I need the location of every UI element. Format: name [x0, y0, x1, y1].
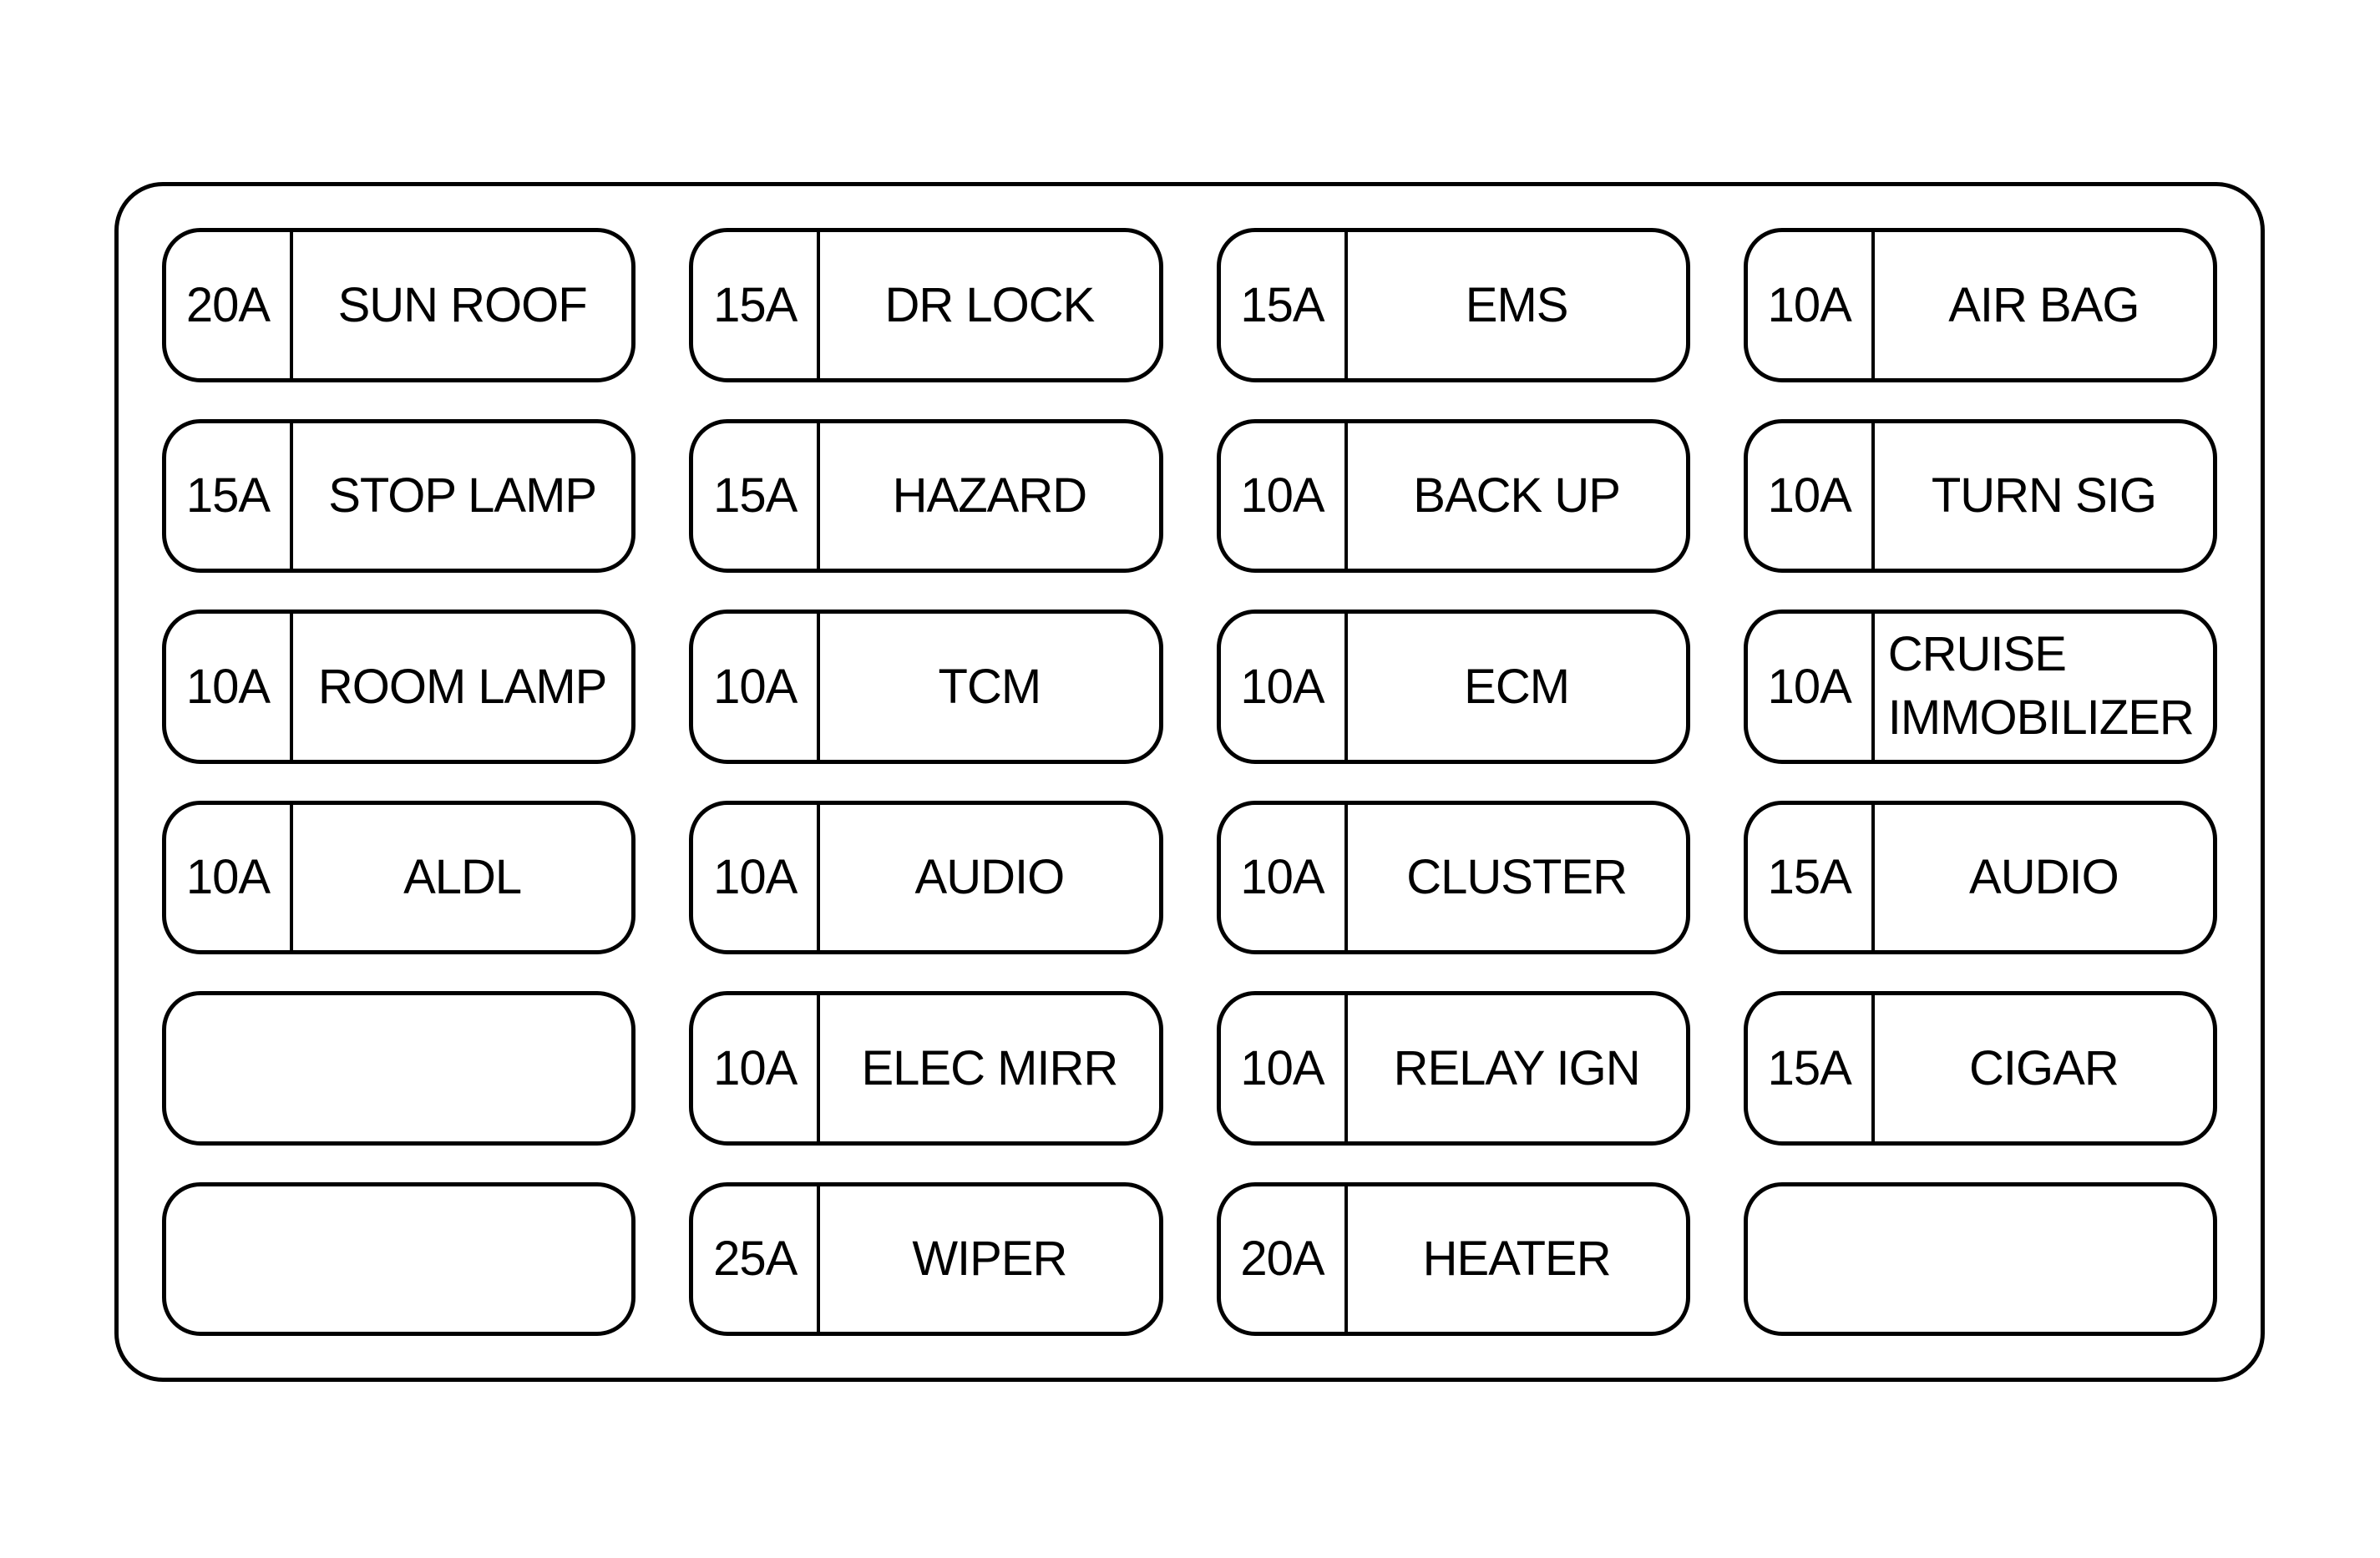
fuse-hazard: 15A HAZARD — [689, 418, 1163, 573]
fuse-amp: 10A — [1748, 614, 1875, 760]
fuse-label: AUDIO — [1969, 850, 2119, 905]
fuse-label: CLUSTER — [1406, 850, 1628, 905]
fuse-audio-2: 15A AUDIO — [1743, 800, 2217, 954]
fuse-cluster: 10A CLUSTER — [1216, 800, 1690, 954]
fuse-ecm: 10A ECM — [1216, 610, 1690, 764]
fuse-amp: 20A — [166, 232, 293, 378]
fuse-label-line-2: IMMOBILIZER — [1887, 690, 2195, 746]
fuse-elec-mirr: 10A ELEC MIRR — [689, 991, 1163, 1146]
fuse-cruise-immobilizer: 10A CRUISE IMMOBILIZER — [1743, 610, 2217, 764]
fuse-amp: 10A — [693, 995, 821, 1141]
fuse-label: AIR BAG — [1948, 277, 2139, 332]
fuse-turn-sig: 10A TURN SIG — [1743, 418, 2217, 573]
fuse-amp: 10A — [1221, 422, 1348, 569]
fuse-label: ROOM LAMP — [317, 659, 608, 714]
fuse-amp: 15A — [1221, 232, 1348, 378]
fuse-room-lamp: 10A ROOM LAMP — [162, 610, 636, 764]
fuse-relay-ign: 10A RELAY IGN — [1216, 991, 1690, 1146]
fuse-amp: 10A — [1221, 995, 1348, 1141]
fuse-amp: 10A — [1221, 804, 1348, 950]
fuse-label: EMS — [1465, 277, 1569, 332]
fuse-label: TCM — [938, 659, 1042, 714]
fuse-empty-slot-2 — [162, 1181, 636, 1336]
fuse-label: ECM — [1464, 659, 1570, 714]
fuse-amp: 10A — [1748, 232, 1875, 378]
fuse-tcm: 10A TCM — [689, 610, 1163, 764]
fuse-audio-1: 10A AUDIO — [689, 800, 1163, 954]
fuse-amp: 15A — [693, 422, 821, 569]
fuse-back-up: 10A BACK UP — [1216, 418, 1690, 573]
fuse-sun-roof: 20A SUN ROOF — [162, 228, 636, 382]
fuse-ems: 15A EMS — [1216, 228, 1690, 382]
fuse-wiper: 25A WIPER — [689, 1181, 1163, 1336]
fuse-label: WIPER — [912, 1232, 1067, 1287]
fuse-amp: 15A — [1748, 995, 1875, 1141]
fuse-amp: 15A — [693, 232, 821, 378]
fuse-amp: 15A — [166, 422, 293, 569]
fuse-aldl: 10A ALDL — [162, 800, 636, 954]
fuse-label: HAZARD — [892, 468, 1087, 524]
fuse-amp: 10A — [1221, 614, 1348, 760]
fuse-panel: 20A SUN ROOF 15A DR LOCK 15A EMS 10A AIR… — [114, 182, 2265, 1382]
fuse-label: RELAY IGN — [1393, 1040, 1641, 1095]
fuse-label: CIGAR — [1969, 1040, 2119, 1095]
fuse-dr-lock: 15A DR LOCK — [689, 228, 1163, 382]
fuse-label: STOP LAMP — [328, 468, 597, 524]
fuse-label: SUN ROOF — [337, 277, 588, 332]
fuse-amp: 10A — [693, 614, 821, 760]
fuse-empty-slot-1 — [162, 991, 636, 1146]
fuse-label: ELEC MIRR — [861, 1040, 1118, 1095]
fuse-stop-lamp: 15A STOP LAMP — [162, 418, 636, 573]
fuse-label: CRUISE IMMOBILIZER — [1875, 614, 2213, 760]
fuse-amp: 25A — [693, 1186, 821, 1332]
fuse-label: TURN SIG — [1931, 468, 2157, 524]
fuse-amp: 15A — [1748, 804, 1875, 950]
fuse-label: AUDIO — [914, 850, 1066, 905]
fuse-empty-slot-3 — [1743, 1181, 2217, 1336]
fuse-amp: 10A — [693, 804, 821, 950]
fuse-label: HEATER — [1422, 1232, 1612, 1287]
fuse-label-line-1: CRUISE — [1887, 626, 2067, 681]
fuse-cigar: 15A CIGAR — [1743, 991, 2217, 1146]
fuse-label: DR LOCK — [884, 277, 1095, 332]
fuse-amp: 20A — [1221, 1186, 1348, 1332]
fuse-air-bag: 10A AIR BAG — [1743, 228, 2217, 382]
fuse-label: BACK UP — [1413, 468, 1621, 524]
fuse-amp: 10A — [1748, 422, 1875, 569]
fuse-amp: 10A — [166, 614, 293, 760]
fuse-amp: 10A — [166, 804, 293, 950]
fuse-heater: 20A HEATER — [1216, 1181, 1690, 1336]
fuse-label: ALDL — [403, 850, 522, 905]
